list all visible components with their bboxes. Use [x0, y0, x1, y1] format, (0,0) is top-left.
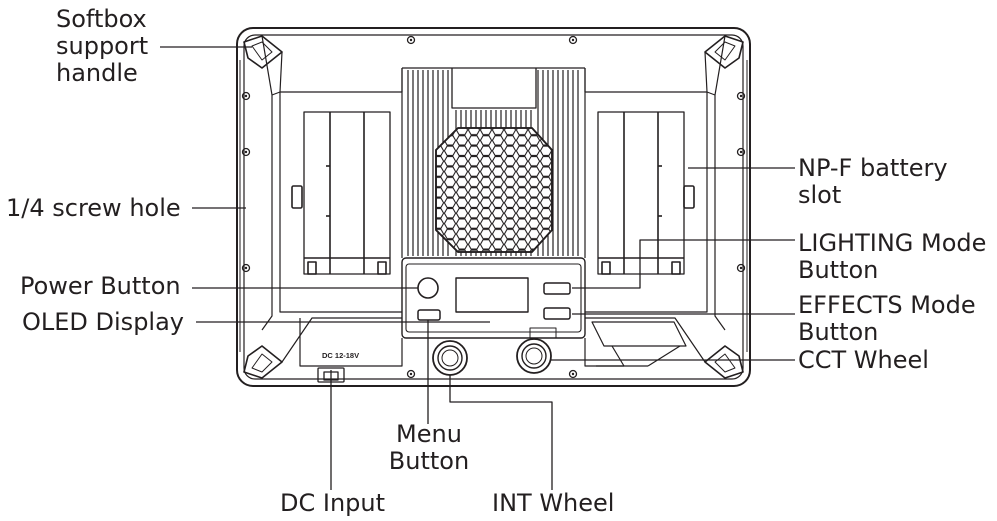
effects-mode-button — [543, 307, 571, 320]
screw — [736, 147, 746, 157]
label-oled-display: OLED Display — [22, 308, 184, 336]
screw — [736, 263, 746, 273]
label-cct-wheel: CCT Wheel — [798, 346, 929, 374]
screw — [241, 263, 251, 273]
label-effects-mode: EFFECTS Mode Button — [798, 291, 976, 346]
screw-center — [244, 150, 248, 154]
label-dc-input: DC Input — [280, 489, 386, 517]
top-channel — [451, 68, 537, 109]
outer-frame — [236, 27, 751, 387]
screws — [241, 35, 746, 379]
center-column — [401, 67, 586, 258]
label-menu-button: Menu Button — [388, 420, 470, 475]
left-battery-pocket — [261, 35, 403, 363]
label-lighting-mode: LIGHTING Mode Button — [798, 229, 987, 284]
screw — [568, 35, 578, 45]
handle-top-right — [704, 35, 744, 69]
screw-center — [409, 38, 413, 42]
screw — [241, 147, 251, 157]
oled-display — [455, 277, 529, 313]
screw-center — [739, 150, 743, 154]
label-screw-hole: 1/4 screw hole — [6, 194, 181, 222]
cct-wheel — [516, 338, 552, 374]
screw-center — [571, 372, 575, 376]
handle-bottom-right — [704, 345, 744, 379]
screw-center — [409, 372, 413, 376]
screw-center — [739, 266, 743, 270]
dc-rating-text: DC 12-18V — [322, 351, 359, 360]
label-int-wheel: INT Wheel — [492, 489, 615, 517]
label-power-button: Power Button — [20, 272, 181, 300]
right-battery-pocket — [584, 35, 726, 363]
lower-body — [299, 318, 687, 367]
screw-center — [244, 94, 248, 98]
handle-top-left — [243, 35, 283, 69]
screw — [568, 369, 578, 379]
screw — [241, 91, 251, 101]
screw-center — [571, 38, 575, 42]
screw-center — [739, 94, 743, 98]
lighting-mode-button — [543, 282, 571, 295]
label-softbox-handle: Softbox support handle — [56, 5, 149, 87]
inner-frame — [243, 34, 744, 380]
label-battery-slot: NP-F battery slot — [798, 154, 948, 209]
corner-handles — [243, 35, 744, 379]
honeycomb-grille — [435, 127, 553, 253]
screw — [406, 35, 416, 45]
screw — [406, 369, 416, 379]
screw-center — [244, 266, 248, 270]
battery-latch — [307, 261, 317, 275]
handle-bottom-left — [243, 345, 283, 379]
leader-lighting-mode — [572, 239, 795, 289]
left-battery — [291, 111, 391, 275]
device-body — [236, 27, 751, 387]
control-panel — [401, 257, 586, 339]
screw — [736, 91, 746, 101]
leader-int-wheel — [449, 375, 553, 490]
menu-button — [417, 309, 441, 321]
power-button — [417, 277, 439, 299]
int-wheel — [432, 340, 468, 376]
right-battery — [597, 111, 695, 275]
dc-port — [317, 367, 345, 383]
leader-lines — [160, 46, 795, 490]
